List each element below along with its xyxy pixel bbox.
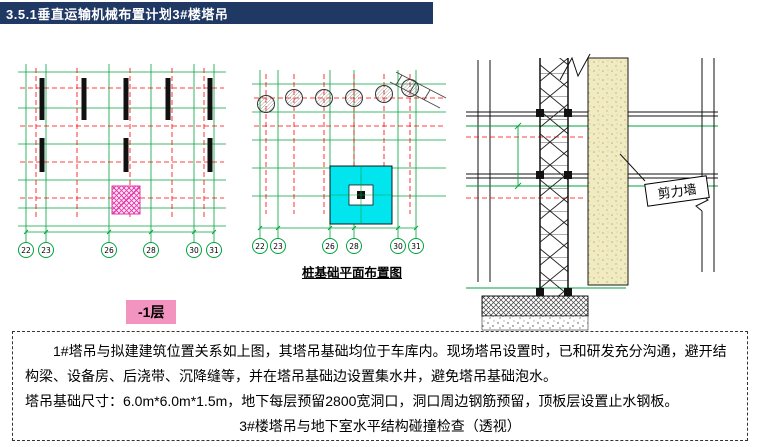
notes-paragraph-1: 1#塔吊与拟建建筑位置关系如上图，其塔吊基础均位于车库内。现场塔吊设置时，已和研… (25, 343, 727, 384)
dimension-ticks (23, 229, 217, 235)
grid-axis-label: 23 (41, 246, 51, 255)
level-label: -1层 (126, 300, 177, 324)
wall-columns (39, 78, 213, 172)
slide-title-bar: 3.5.1垂直运输机械布置计划3#楼塔吊 (0, 2, 433, 24)
vertical-dimension (514, 122, 522, 190)
grid-axis-label: 28 (146, 246, 156, 255)
grid-axis-label: 30 (393, 242, 403, 251)
soil-band (587, 57, 629, 286)
grid-axis-label: 26 (104, 246, 114, 255)
grid-axis-label: 22 (21, 246, 31, 255)
grid-axis-label: 31 (209, 246, 219, 255)
section-drawing: 剪力墙 (466, 53, 718, 331)
tower-crane-foundation (111, 185, 141, 215)
pile-plan-caption: 桩基础平面布置图 (301, 266, 402, 280)
grid-axis-label: 31 (411, 242, 421, 251)
slide-title: 3.5.1垂直运输机械布置计划3#楼塔吊 (6, 6, 229, 22)
pile-plan-drawing: 22 23 26 28 30 31 (252, 70, 447, 254)
shear-wall-label: 剪力墙 (657, 181, 698, 201)
right-wall-lines (695, 58, 715, 272)
grid-axis-label: 23 (273, 242, 283, 251)
floor-plan-drawing: 22 23 26 28 30 31 (18, 64, 226, 258)
grid-axis-label: 26 (325, 242, 335, 251)
notes-box: 1#塔吊与拟建建筑位置关系如上图，其塔吊基础均位于车库内。现场塔吊设置时，已和研… (12, 331, 748, 441)
piles (257, 79, 419, 113)
grid-axis-label: 28 (349, 242, 359, 251)
pile-cap (329, 165, 393, 225)
grid-axis-bubbles: 22 23 26 28 30 31 (252, 238, 424, 254)
ramp-outline (389, 71, 447, 109)
grid-axis-label: 30 (189, 246, 199, 255)
dimension-ticks (257, 225, 419, 231)
tower-crane-mast (536, 58, 572, 302)
grid-axis-label: 22 (255, 242, 265, 251)
shear-wall-callout: 剪力墙 (619, 153, 710, 207)
foundation-block (481, 288, 589, 331)
grid-lines-green (18, 64, 226, 242)
left-wall-lines (477, 60, 491, 282)
notes-paragraph-2: 塔吊基础尺寸：6.0m*6.0m*1.5m，地下每层预留2800宽洞口，洞口周边… (25, 393, 679, 409)
grid-axis-bubbles: 22 23 26 28 30 31 (18, 242, 222, 258)
centerlines-red (20, 68, 224, 218)
break-line-top (559, 53, 591, 81)
notes-paragraph-3: 3#楼塔吊与地下室水平结构碰撞检查（透视） (239, 418, 521, 434)
